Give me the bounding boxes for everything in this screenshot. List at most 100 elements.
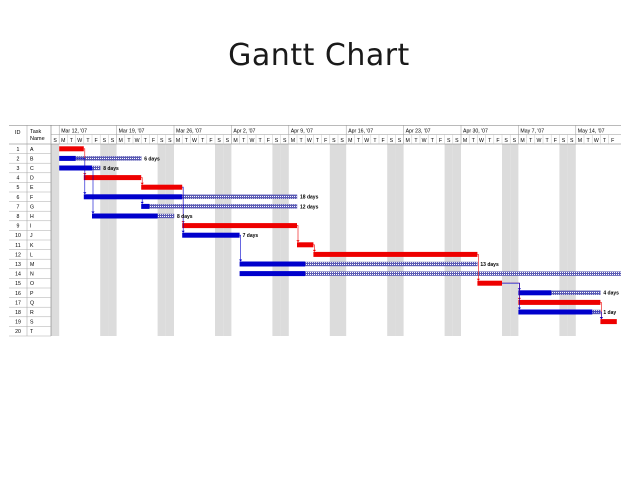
day-letter: W	[249, 138, 254, 144]
dependency-arrowhead	[91, 211, 95, 214]
task-name: C	[30, 166, 34, 172]
dependency-line	[141, 177, 143, 184]
task-id: 19	[15, 320, 21, 326]
task-name-header-line2: Name	[30, 136, 45, 142]
dependency-arrowhead	[140, 182, 144, 185]
day-letter: T	[259, 138, 263, 144]
day-letter: M	[406, 138, 410, 144]
task-id: 2	[17, 156, 20, 162]
task-id: 17	[15, 300, 21, 306]
task-name: K	[30, 243, 34, 249]
task-id: 10	[15, 233, 21, 239]
task-bar	[239, 261, 306, 267]
day-letter: S	[340, 138, 344, 144]
day-letter: S	[226, 138, 230, 144]
dependency-line	[92, 167, 94, 212]
day-letter: M	[578, 138, 582, 144]
dependency-arrowhead	[476, 278, 480, 281]
day-letter: F	[611, 138, 614, 144]
task-bar	[92, 213, 158, 219]
task-bars	[59, 146, 617, 325]
task-bar	[141, 203, 150, 209]
day-letter: M	[348, 138, 352, 144]
task-name: S	[30, 320, 34, 326]
week-label: Apr 16, '07	[348, 129, 373, 135]
weekend-columns	[51, 144, 576, 336]
dependency-line	[477, 254, 479, 280]
task-name: G	[30, 204, 34, 210]
slack-label: 4 days	[603, 291, 619, 297]
slack-bar	[181, 194, 298, 200]
day-letter: F	[209, 138, 212, 144]
day-letter: T	[546, 138, 550, 144]
task-name: R	[30, 310, 34, 316]
slack-label: 7 days	[243, 233, 259, 239]
task-bar	[518, 290, 552, 296]
dependency-line	[297, 225, 299, 241]
slack-label: 8 days	[177, 214, 193, 220]
task-bar	[141, 184, 183, 190]
day-letter: T	[242, 138, 246, 144]
slide-title: Gantt Chart	[228, 38, 410, 73]
day-letter: W	[77, 138, 82, 144]
week-label: May 14, '07	[578, 129, 605, 135]
day-letter: S	[103, 138, 107, 144]
day-letter: T	[472, 138, 476, 144]
day-letter: M	[233, 138, 237, 144]
slack-bar	[551, 290, 601, 296]
day-letter: M	[119, 138, 123, 144]
task-bar	[477, 280, 502, 286]
task-name: I	[30, 224, 31, 230]
day-letter: W	[422, 138, 427, 144]
weekend-shade	[452, 144, 461, 336]
task-name: N	[30, 272, 34, 278]
day-letter: T	[373, 138, 377, 144]
day-letter: T	[587, 138, 591, 144]
day-letter: S	[390, 138, 394, 144]
day-letter: M	[61, 138, 65, 144]
task-id: 13	[15, 262, 21, 268]
task-bar	[600, 319, 617, 325]
day-letter: T	[86, 138, 90, 144]
slack-label: 12 days	[300, 204, 319, 210]
task-bar	[83, 194, 183, 200]
grid-lines	[9, 125, 621, 337]
weekend-shade	[223, 144, 232, 336]
dependency-arrowhead	[83, 192, 87, 195]
task-name: M	[30, 262, 34, 268]
day-letter: M	[176, 138, 180, 144]
dependency-arrowhead	[517, 307, 521, 310]
day-letter: S	[447, 138, 451, 144]
day-letter: M	[291, 138, 295, 144]
slack-label: 1 day	[603, 310, 616, 316]
weekend-shade	[338, 144, 347, 336]
weekend-shade	[108, 144, 117, 336]
dependency-arrowhead	[599, 317, 603, 320]
weekend-shade	[280, 144, 289, 336]
day-letter: S	[562, 138, 566, 144]
day-letter: S	[283, 138, 287, 144]
day-letter: W	[594, 138, 599, 144]
task-bar	[297, 242, 314, 248]
task-id: 7	[17, 204, 20, 210]
day-letter: S	[332, 138, 336, 144]
day-letter: W	[536, 138, 541, 144]
dependency-line	[313, 244, 315, 251]
task-name-header-line1: Task	[30, 129, 42, 135]
day-letter: S	[217, 138, 221, 144]
week-label: Apr 23, '07	[406, 129, 431, 135]
task-name: A	[30, 147, 34, 153]
dependency-line	[75, 158, 86, 193]
task-bar	[518, 299, 601, 305]
task-id: 16	[15, 291, 21, 297]
dependency-arrows	[75, 148, 603, 320]
weekend-shade	[51, 144, 60, 336]
task-bar	[239, 271, 306, 277]
day-letter: F	[554, 138, 557, 144]
task-id: 11	[15, 243, 20, 249]
task-name: F	[30, 195, 33, 201]
task-name: O	[30, 281, 34, 287]
task-name: H	[30, 214, 34, 220]
